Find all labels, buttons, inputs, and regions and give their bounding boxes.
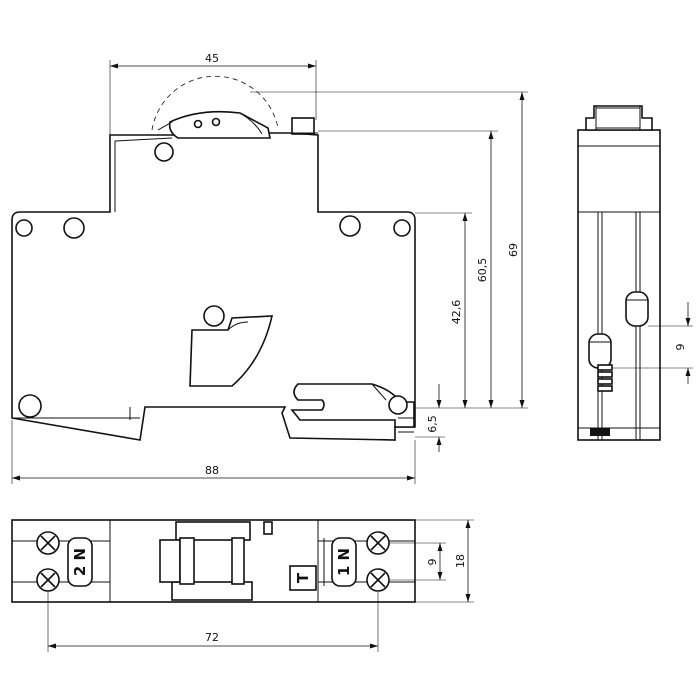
mounting-hole <box>203 305 225 327</box>
side-view: 9 <box>577 105 693 441</box>
terminal-view-dimensions: 72 9 18 <box>47 519 474 652</box>
toggle-handle <box>159 539 181 583</box>
screw-icon <box>36 568 60 592</box>
spring-contact <box>597 385 613 392</box>
terminal-view: T 2 N 1 N <box>11 519 416 603</box>
side-view-cap <box>585 105 653 131</box>
internal-cam <box>189 315 274 387</box>
toggle-handle-edge <box>231 537 245 585</box>
mounting-hole <box>63 217 85 239</box>
screw-icon <box>366 531 390 555</box>
mounting-hole <box>388 395 408 415</box>
dim-height-60-5: 60,5 <box>476 258 489 283</box>
terminal-label-right-box <box>331 537 357 587</box>
test-button <box>289 565 317 591</box>
dim-side-9: 9 <box>674 344 687 351</box>
spring-contact <box>597 378 613 385</box>
front-view-body <box>11 132 416 441</box>
indicator-window <box>263 521 273 535</box>
mounting-hole <box>393 219 411 237</box>
spring-contact <box>597 364 613 371</box>
mounting-hole <box>18 394 42 418</box>
screw-icon <box>366 568 390 592</box>
dim-rail-6-5: 6,5 <box>426 415 439 433</box>
front-view <box>11 75 416 441</box>
terminal-label-right: 1 N <box>335 548 353 576</box>
side-slot-upper <box>625 291 649 327</box>
dim-height-42-6: 42,6 <box>450 300 463 325</box>
spring-contact <box>597 371 613 378</box>
dim-width-88: 88 <box>205 464 219 477</box>
front-view-dimensions: 45 69 60,5 42,6 6,5 88 <box>11 52 528 484</box>
toggle-handle-edge <box>179 537 195 585</box>
dim-width-45: 45 <box>205 52 219 65</box>
screw-icon <box>36 531 60 555</box>
lever-pin-2 <box>211 117 221 127</box>
side-slot-lower <box>588 333 612 369</box>
terminal-label-left: 2 N <box>71 548 89 576</box>
dim-terminal-pitch-72: 72 <box>205 631 219 644</box>
toggle-lever <box>168 110 271 139</box>
mounting-hole <box>15 219 33 237</box>
lever-pin-1 <box>193 119 203 129</box>
din-rail-clip <box>290 383 415 428</box>
terminal-label-left-box <box>67 537 93 587</box>
side-view-body <box>577 129 661 441</box>
dim-bottom-18: 18 <box>454 554 467 568</box>
side-foot <box>590 428 610 436</box>
mounting-hole <box>154 142 174 162</box>
dim-bottom-9: 9 <box>426 559 439 566</box>
test-button-label: T <box>294 572 312 583</box>
dim-height-69: 69 <box>507 243 520 257</box>
mounting-hole <box>339 215 361 237</box>
top-tab <box>291 117 315 135</box>
